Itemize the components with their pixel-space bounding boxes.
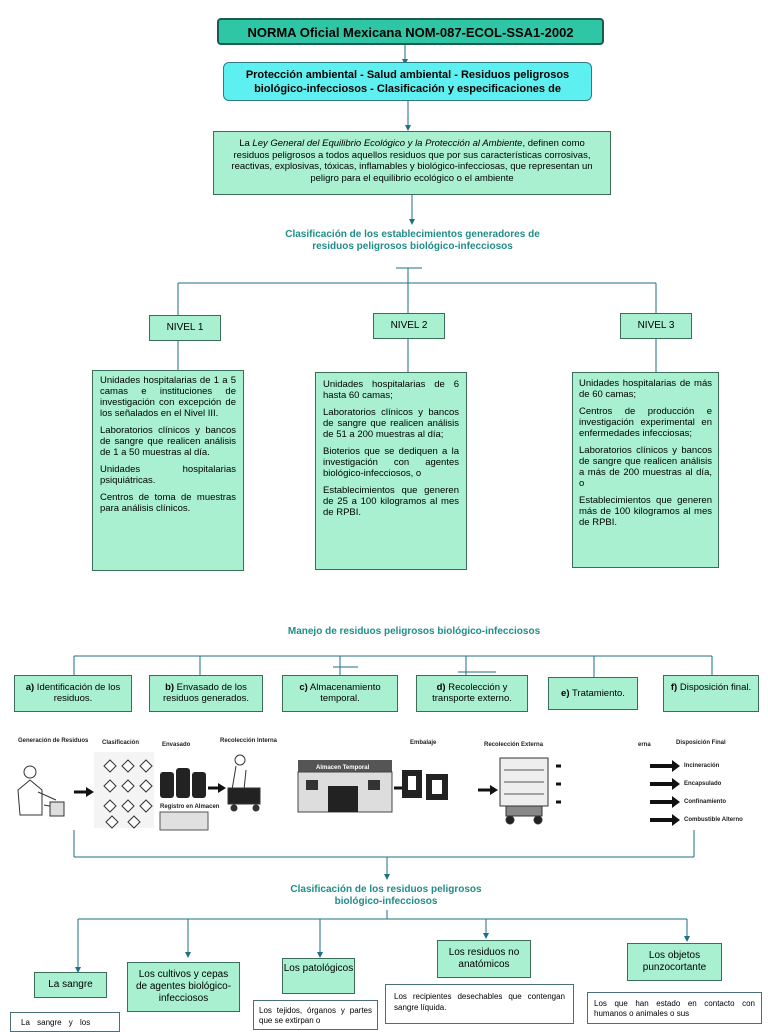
- category-detail: Los tejidos, órganos y partes que se ext…: [259, 1006, 372, 1025]
- category-sangre-detail: La sangre y los: [10, 1012, 120, 1032]
- category-cultivos: Los cultivos y cepas de agentes biológic…: [127, 962, 240, 1012]
- step-letter: e): [561, 688, 570, 699]
- label-recoleccion-interna: Recolección Interna: [220, 738, 278, 744]
- register-book-icon: [159, 811, 209, 831]
- step-text: Envasado de los residuos generados.: [162, 682, 250, 704]
- category-label: Los objetos punzocortante: [642, 950, 707, 973]
- level3-item: Unidades hospitalarias de más de 60 cama…: [579, 378, 712, 400]
- worker-figure: [17, 765, 65, 817]
- level1-item: Centros de toma de muestras para análisi…: [100, 492, 236, 514]
- intro-before: La: [239, 138, 253, 149]
- arrow-head-icon: [218, 783, 226, 793]
- packages-icon: [402, 770, 448, 800]
- label-disposicion: Disposición Final: [676, 740, 726, 746]
- page-title-text: NORMA Oficial Mexicana NOM-087-ECOL-SSA1…: [247, 25, 574, 40]
- label-erna: erna: [638, 742, 651, 748]
- category-label: Los residuos no anatómicos: [448, 947, 520, 970]
- label-combustible: Combustible Alterno: [684, 817, 743, 823]
- section1-title: Clasificación de los establecimientos ge…: [285, 229, 540, 252]
- truck-icon: [499, 757, 549, 825]
- step-letter: f): [670, 682, 678, 693]
- disposal-arrows-icon: [650, 760, 680, 826]
- storage-building-icon: [297, 771, 393, 813]
- category-punzocortante-detail: Los que han estado en contacto con human…: [587, 992, 762, 1024]
- category-label: Los cultivos y cepas de agentes biológic…: [135, 969, 232, 1004]
- label-generacion: Generación de Residuos: [18, 738, 89, 744]
- level1-label-text: NIVEL 1: [166, 322, 204, 333]
- label-recoleccion-externa: Recolección Externa: [484, 742, 544, 748]
- step-text: Identificación de los residuos.: [34, 682, 121, 704]
- step-text: Disposición final.: [677, 682, 752, 693]
- step-identificacion: a) Identificación de los residuos.: [14, 675, 132, 712]
- level2-item: Establecimientos que generen de 25 a 100…: [323, 485, 459, 518]
- subtitle-box: Protección ambiental - Salud ambiental -…: [223, 62, 592, 101]
- level1-label: NIVEL 1: [149, 315, 221, 341]
- intro-after: , definen como residuos peligrosos a tod…: [231, 138, 593, 184]
- step-letter: a): [25, 682, 35, 693]
- waste-handling-illustration: Generación de Residuos Clasificación Env…: [17, 738, 743, 831]
- level2-item: Bioterios que se dediquen a la investiga…: [323, 446, 459, 479]
- level2-label-text: NIVEL 2: [390, 320, 428, 331]
- category-sangre: La sangre: [34, 972, 107, 998]
- label-almacen: Almacen Temporal: [316, 765, 370, 771]
- step-letter: c): [299, 682, 308, 693]
- level3-item: Laboratorios clínicos y bancos de sangre…: [579, 445, 712, 489]
- level2-item: Laboratorios clínicos y bancos de sangre…: [323, 407, 459, 440]
- category-detail: Los recipientes desechables que contenga…: [394, 992, 565, 1012]
- motion-lines: [556, 764, 561, 804]
- level1-item: Unidades hospitalarias psiquiátricas.: [100, 464, 236, 486]
- level2-description: Unidades hospitalarias de 6 hasta 60 cam…: [315, 372, 467, 570]
- page-title: NORMA Oficial Mexicana NOM-087-ECOL-SSA1…: [217, 18, 604, 45]
- section3-title: Clasificación de los residuos peligrosos…: [290, 884, 482, 907]
- level3-item: Establecimientos que generen más de 100 …: [579, 495, 712, 528]
- step-tratamiento: e) Tratamiento.: [548, 677, 638, 710]
- category-no-anatomicos-detail: Los recipientes desechables que contenga…: [385, 984, 574, 1024]
- label-encapsulado: Encapsulado: [684, 781, 722, 787]
- step-letter: d): [436, 682, 446, 693]
- category-no-anatomicos: Los residuos no anatómicos: [437, 940, 531, 978]
- label-embalaje: Embalaje: [410, 740, 437, 746]
- step-text: Tratamiento.: [569, 688, 625, 699]
- arrow-head-icon: [86, 787, 94, 797]
- category-label: La sangre: [48, 979, 93, 990]
- step-text: Recolección y transporte externo.: [432, 682, 512, 704]
- cart-worker-icon: [227, 754, 261, 812]
- level3-label-text: NIVEL 3: [637, 320, 675, 331]
- category-label: Los patológicos: [283, 963, 354, 974]
- level3-description: Unidades hospitalarias de más de 60 cama…: [572, 372, 719, 568]
- label-envasado: Envasado: [162, 742, 191, 748]
- category-detail: Los que han estado en contacto con human…: [594, 999, 755, 1018]
- level2-item: Unidades hospitalarias de 6 hasta 60 cam…: [323, 379, 459, 401]
- step-disposicion: f) Disposición final.: [663, 675, 759, 712]
- level3-label: NIVEL 3: [620, 313, 692, 339]
- step-recoleccion: d) Recolección y transporte externo.: [416, 675, 528, 712]
- category-punzocortante: Los objetos punzocortante: [627, 943, 722, 981]
- level1-description: Unidades hospitalarias de 1 a 5 camas e …: [92, 370, 244, 571]
- level1-item: Unidades hospitalarias de 1 a 5 camas e …: [100, 375, 236, 419]
- category-patologicos: Los patológicos: [282, 958, 355, 994]
- subtitle-text: Protección ambiental - Salud ambiental -…: [245, 69, 570, 95]
- label-registro: Registro en Almacen: [160, 804, 220, 810]
- intro-box: La Ley General del Equilibrio Ecológico …: [213, 131, 611, 195]
- arrow-head-icon: [490, 785, 498, 795]
- label-clasificacion: Clasificación: [102, 740, 139, 746]
- step-almacenamiento: c) Almacenamiento temporal.: [282, 675, 398, 712]
- section2-title: Manejo de residuos peligrosos biológico-…: [287, 626, 541, 637]
- step-letter: b): [165, 682, 175, 693]
- category-detail: La sangre y los: [21, 1018, 91, 1027]
- level3-item: Centros de producción e investigación ex…: [579, 406, 712, 439]
- label-confinamiento: Confinamiento: [684, 799, 726, 805]
- label-incineracion: Incineración: [684, 763, 720, 769]
- storage-sign: [298, 760, 392, 772]
- containers-icon: [160, 768, 206, 798]
- intro-law-name: Ley General del Equilibrio Ecológico y l…: [252, 138, 523, 149]
- hazard-symbols-icon: [94, 752, 154, 829]
- level1-item: Laboratorios clínicos y bancos de sangre…: [100, 425, 236, 458]
- category-patologicos-detail: Los tejidos, órganos y partes que se ext…: [253, 1000, 378, 1030]
- level2-label: NIVEL 2: [373, 313, 445, 339]
- step-envasado: b) Envasado de los residuos generados.: [149, 675, 263, 712]
- step-text: Almacenamiento temporal.: [307, 682, 381, 704]
